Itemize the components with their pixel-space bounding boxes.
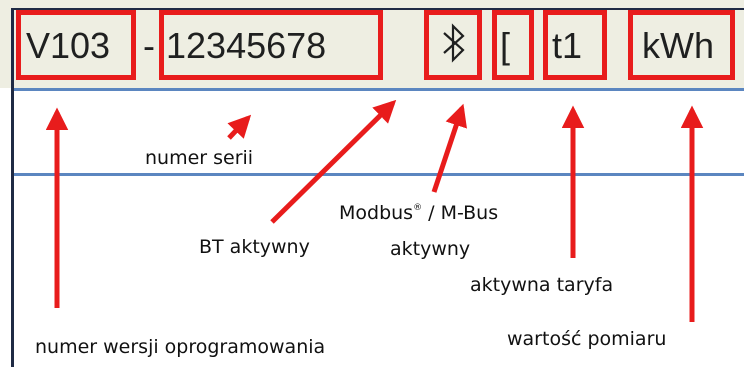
- bluetooth-icon: [443, 23, 465, 63]
- unit-text: kWh: [642, 25, 714, 66]
- registered-mark: ®: [413, 203, 423, 213]
- bracket-symbol: [: [500, 25, 511, 66]
- arrow-bt: [270, 99, 397, 224]
- divider-line-lower: [14, 173, 744, 176]
- serial-number-box: [159, 10, 383, 80]
- frame-top-border: [11, 8, 744, 10]
- label-modbus-active: aktywny: [390, 238, 471, 260]
- bracket-box: [492, 10, 534, 80]
- tariff-text: t1: [552, 25, 583, 66]
- label-modbus: Modbus® / M-Bus: [339, 202, 499, 224]
- unit-box: [628, 10, 735, 80]
- separator-dash: -: [143, 25, 155, 66]
- label-firmware-version: numer wersji oprogramowania: [35, 336, 326, 358]
- arrow-modbus: [431, 103, 467, 193]
- divider-line-upper: [14, 88, 744, 91]
- firmware-version-box: [16, 10, 136, 80]
- tariff-box: [543, 10, 607, 80]
- bluetooth-box: [424, 10, 482, 80]
- serial-number-text: 12345678: [166, 25, 327, 66]
- arrow-serial: [227, 114, 252, 140]
- firmware-version-text: V103: [26, 25, 111, 66]
- label-measurement-value: wartość pomiaru: [507, 328, 667, 350]
- label-active-tariff: aktywna taryfa: [470, 274, 614, 296]
- label-bt-active: BT aktywny: [199, 236, 310, 258]
- frame-left-border: [11, 8, 14, 367]
- label-serial-number: numer serii: [145, 147, 254, 169]
